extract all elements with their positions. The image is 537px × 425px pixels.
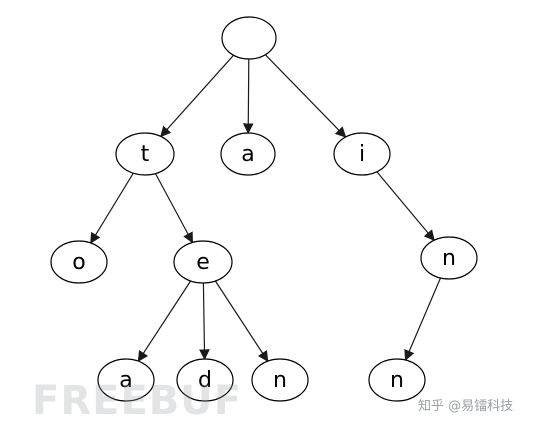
trie-node-a1: a	[220, 132, 276, 176]
trie-node-a2: a	[97, 358, 155, 402]
node-label: n	[442, 246, 456, 271]
edge-t-to-e	[154, 173, 194, 244]
trie-node-root	[221, 16, 277, 60]
node-ellipse	[221, 16, 277, 60]
node-ellipse	[176, 358, 234, 402]
node-label: o	[72, 250, 85, 275]
node-ellipse	[173, 240, 233, 284]
node-label: d	[198, 368, 212, 393]
watermark-logo-text: FREEBUF	[32, 378, 242, 424]
trie-node-d: d	[176, 358, 234, 402]
edge-t-to-o	[90, 172, 134, 244]
edge-root-to-t	[160, 54, 235, 138]
node-label: t	[141, 142, 150, 167]
node-label: e	[196, 250, 210, 275]
node-ellipse	[251, 358, 309, 402]
edge-e-to-d	[199, 282, 210, 361]
node-label: n	[390, 368, 404, 393]
node-label: a	[119, 368, 132, 393]
node-ellipse	[220, 132, 276, 176]
node-label: a	[241, 142, 254, 167]
trie-node-o: o	[50, 240, 108, 284]
edge-e-to-a2	[137, 280, 192, 363]
edge-i-to-n1	[376, 171, 435, 242]
trie-node-e: e	[173, 240, 233, 284]
edge-root-to-i	[264, 54, 347, 138]
trie-node-n2: n	[251, 358, 309, 402]
trie-node-t: t	[115, 132, 175, 176]
edges-layer	[90, 54, 442, 363]
trie-node-n1: n	[420, 236, 478, 280]
watermark-caption: 知乎 @易镭科技	[418, 398, 513, 414]
trie-node-i: i	[333, 132, 391, 176]
node-label: i	[359, 142, 365, 167]
edge-n1-to-n3	[404, 277, 442, 361]
edge-root-to-a1	[242, 58, 254, 135]
node-ellipse	[420, 236, 478, 280]
node-label: n	[273, 368, 287, 393]
trie-node-n3: n	[368, 358, 426, 402]
node-ellipse	[115, 132, 175, 176]
edge-e-to-n2	[214, 280, 269, 363]
node-ellipse	[368, 358, 426, 402]
node-ellipse	[50, 240, 108, 284]
node-ellipse	[97, 358, 155, 402]
nodes-layer: t a i o e n a d n n	[50, 16, 478, 402]
node-ellipse	[333, 132, 391, 176]
freebuf-watermark-logo: FREEBUF	[32, 378, 242, 424]
